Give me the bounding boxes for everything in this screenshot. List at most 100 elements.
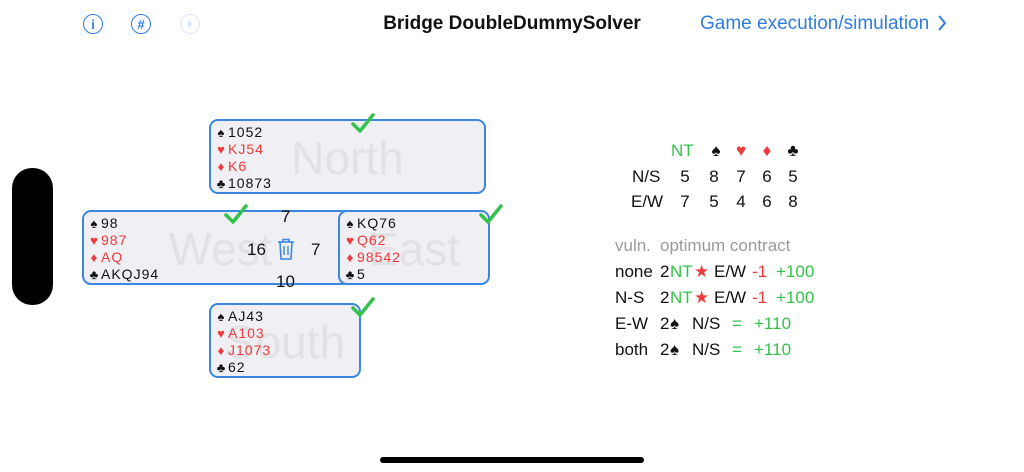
star-icon: ★ <box>694 288 710 307</box>
diamond-icon: ♦ <box>762 141 772 160</box>
optimum-row: N-S 2 NT ★ E/W -1 +100 <box>615 288 835 308</box>
dd-cell: 5 <box>788 167 798 186</box>
hand-east[interactable]: East ♠KQ76 ♥Q62 ♦98542 ♣5 <box>338 210 490 285</box>
hash-icon[interactable]: # <box>131 14 151 34</box>
east-clubs-cards: 5 <box>357 266 366 282</box>
west-checkmark-icon <box>224 204 248 224</box>
club-icon: ♣ <box>216 360 227 375</box>
optimum-side: E/W <box>714 288 747 307</box>
spade-icon: ♠ <box>346 216 355 231</box>
optimum-header-vuln: vuln. <box>615 236 651 255</box>
spade-icon: ♠ <box>217 309 226 324</box>
west-diamonds-cards: AQ <box>101 249 124 265</box>
optimum-strain: NT <box>670 262 693 281</box>
dd-row-label: E/W <box>631 192 664 211</box>
north-spades: ♠1052 <box>215 124 272 141</box>
dd-cell: 6 <box>762 192 772 211</box>
optimum-score: +110 <box>754 314 792 333</box>
club-icon: ♣ <box>89 267 100 282</box>
optimum-side: N/S <box>692 314 721 333</box>
club-icon: ♣ <box>345 267 356 282</box>
heart-icon: ♥ <box>346 233 355 248</box>
heart-icon: ♥ <box>90 233 99 248</box>
tricks-west: 16 <box>247 240 266 259</box>
heart-icon: ♥ <box>217 142 226 157</box>
dd-cell: 4 <box>736 192 746 211</box>
south-hearts: ♥A103 <box>215 325 271 342</box>
optimum-row: both 2 ♠ N/S = +110 <box>615 340 835 360</box>
club-icon: ♣ <box>787 141 799 160</box>
play-icon[interactable] <box>180 14 200 34</box>
info-icon[interactable]: i <box>83 14 103 34</box>
optimum-row: none 2 NT ★ E/W -1 +100 <box>615 262 835 282</box>
north-hearts: ♥KJ54 <box>215 141 272 158</box>
diamond-icon: ♦ <box>217 343 226 358</box>
east-diamonds-cards: 98542 <box>357 249 401 265</box>
spade-icon: ♠ <box>670 314 680 333</box>
optimum-level: 2 <box>660 314 670 333</box>
tricks-east: 7 <box>311 240 321 259</box>
optimum-vuln: none <box>615 262 653 281</box>
optimum-result: = <box>732 314 742 333</box>
north-diamonds-cards: K6 <box>228 158 248 174</box>
home-indicator[interactable] <box>380 457 644 463</box>
south-clubs-cards: 62 <box>228 359 246 375</box>
east-hearts-cards: Q62 <box>357 232 387 248</box>
spade-icon: ♠ <box>711 141 721 160</box>
optimum-result: = <box>732 340 742 359</box>
west-clubs-cards: AKQJ94 <box>101 266 160 282</box>
dd-cell: 7 <box>680 192 690 211</box>
south-diamonds-cards: J1073 <box>228 342 272 358</box>
heart-icon: ♥ <box>735 141 747 160</box>
optimum-score: +100 <box>776 262 815 281</box>
side-handle[interactable] <box>12 168 53 305</box>
south-diamonds: ♦J1073 <box>215 342 271 359</box>
tricks-north: 7 <box>281 207 291 226</box>
dd-cell: 6 <box>762 167 772 186</box>
optimum-row: E-W 2 ♠ N/S = +110 <box>615 314 835 334</box>
north-clubs: ♣10873 <box>215 175 272 192</box>
trash-icon[interactable] <box>276 237 296 261</box>
game-execution-link[interactable]: Game execution/simulation <box>700 13 947 35</box>
east-checkmark-icon <box>479 204 503 224</box>
star-icon: ★ <box>694 262 710 281</box>
page-title: Bridge DoubleDummySolver <box>383 13 641 34</box>
north-spades-cards: 1052 <box>228 124 264 140</box>
optimum-vuln: N-S <box>615 288 645 307</box>
diamond-icon: ♦ <box>346 250 355 265</box>
south-clubs: ♣62 <box>215 359 271 376</box>
heart-icon: ♥ <box>217 326 226 341</box>
dd-cell: 8 <box>788 192 798 211</box>
dd-header-nt: NT <box>671 141 694 160</box>
dd-cell: 5 <box>709 192 719 211</box>
optimum-header-contract: optimum contract <box>660 236 791 255</box>
hand-north[interactable]: North ♠1052 ♥KJ54 ♦K6 ♣10873 <box>209 119 486 194</box>
east-spades: ♠KQ76 <box>344 215 401 232</box>
dd-table: NT ♠ ♥ ♦ ♣ N/S 5 8 7 6 5 E/W 7 5 4 6 8 <box>612 141 812 211</box>
hand-south[interactable]: South ♠AJ43 ♥A103 ♦J1073 ♣62 <box>209 303 361 378</box>
west-hearts-cards: 987 <box>101 232 128 248</box>
west-diamonds: ♦AQ <box>88 249 159 266</box>
optimum-vuln: both <box>615 340 649 359</box>
dd-cell: 7 <box>736 167 746 186</box>
north-clubs-cards: 10873 <box>228 175 272 191</box>
hand-south-watermark: South <box>224 316 346 368</box>
optimum-score: +110 <box>754 340 792 359</box>
spade-icon: ♠ <box>670 340 680 359</box>
west-spades-cards: 98 <box>101 215 119 231</box>
optimum-vuln: E-W <box>615 314 649 333</box>
hash-icon-glyph: # <box>137 16 145 32</box>
optimum-strain: NT <box>670 288 693 307</box>
optimum-score: +100 <box>776 288 815 307</box>
diamond-icon: ♦ <box>217 159 226 174</box>
south-checkmark-icon <box>351 297 375 317</box>
dd-cell: 5 <box>680 167 690 186</box>
spade-icon: ♠ <box>90 216 99 231</box>
club-icon: ♣ <box>216 176 227 191</box>
optimum-result: -1 <box>752 288 768 307</box>
dd-cell: 8 <box>709 167 719 186</box>
hand-north-watermark: North <box>291 132 404 184</box>
optimum-side: N/S <box>692 340 721 359</box>
optimum-level: 2 <box>660 262 670 281</box>
optimum-level: 2 <box>660 288 670 307</box>
